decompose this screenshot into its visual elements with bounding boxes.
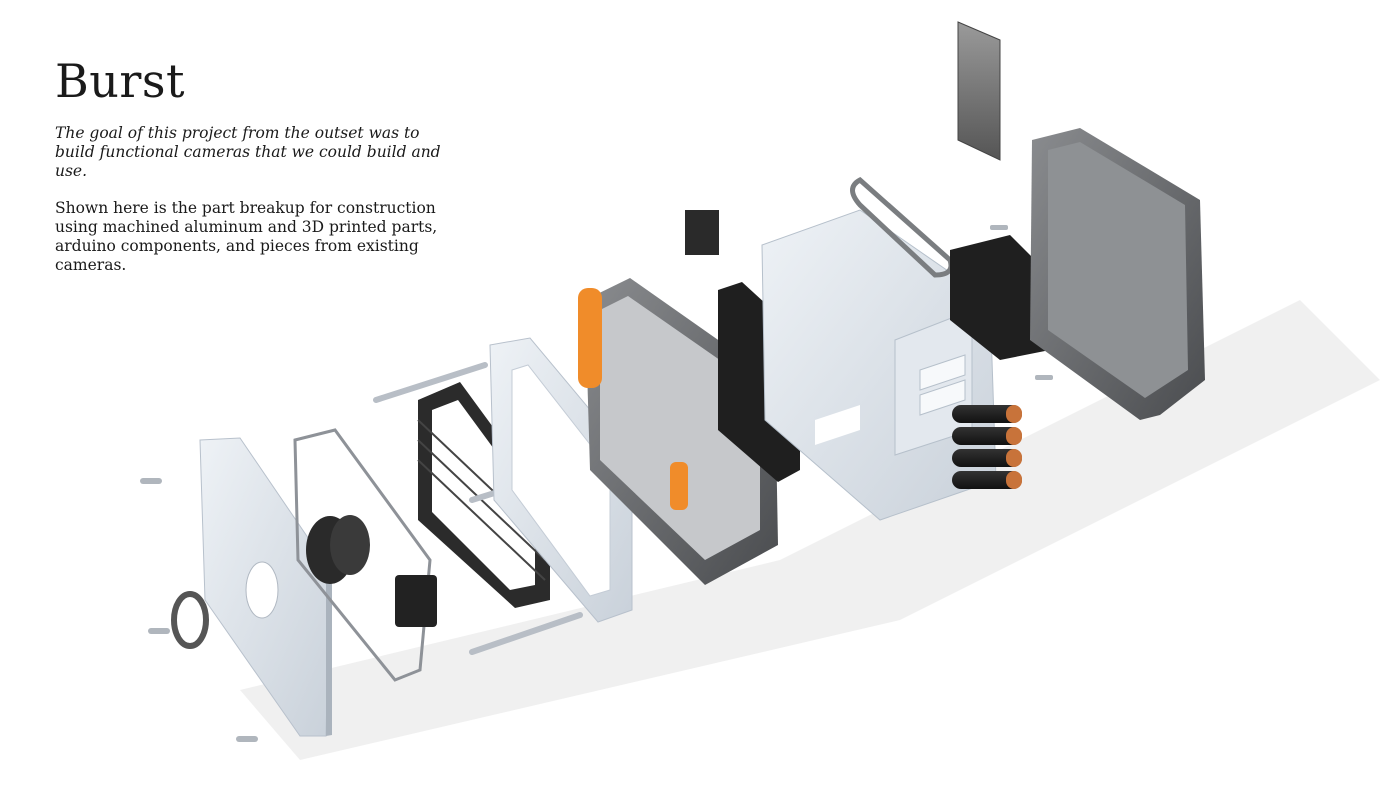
main-housing — [761, 209, 997, 521]
shadow — [240, 300, 1380, 760]
lens-ring — [171, 591, 209, 649]
screws — [140, 225, 1053, 742]
front-plate — [199, 437, 332, 737]
text-column: Burst The goal of this project from the … — [55, 52, 455, 275]
viewfinder-mount — [685, 210, 719, 255]
mid-frame-plate — [489, 337, 633, 623]
shutter-module — [395, 575, 437, 627]
orange-module — [670, 462, 688, 510]
display-panel — [957, 21, 1001, 161]
aa-batteries — [952, 405, 1022, 489]
body-paragraph: Shown here is the part breakup for const… — [55, 199, 438, 274]
lithium-cell — [578, 288, 602, 388]
bracket-frame — [293, 428, 432, 682]
intro-paragraph: The goal of this project from the outset… — [55, 124, 441, 180]
back-cover — [1030, 128, 1205, 420]
page-title: Burst — [55, 54, 186, 108]
sensor-module — [950, 235, 1055, 360]
lens-barrel — [306, 515, 370, 584]
